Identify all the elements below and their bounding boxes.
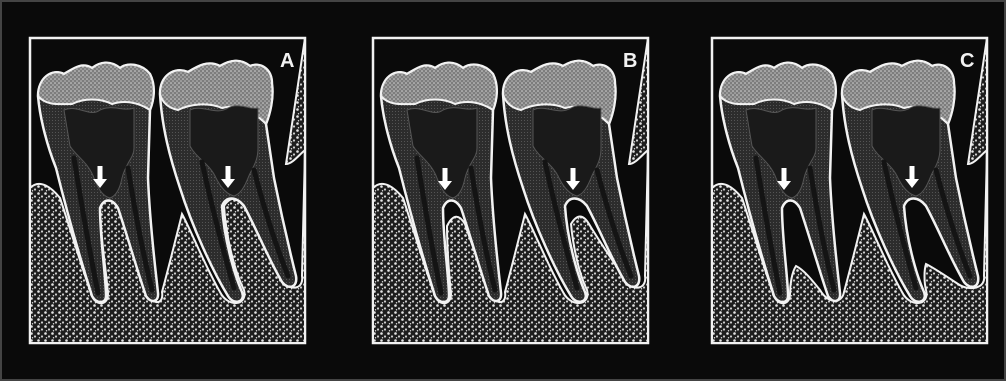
panel-b-label: B <box>623 50 637 72</box>
arrow-shaft <box>910 166 915 180</box>
panel-a-label: A <box>280 50 294 72</box>
panel-a: A <box>30 38 305 343</box>
arrow-shaft <box>226 166 231 180</box>
panel-b: B <box>373 38 648 343</box>
arrow-shaft <box>571 168 576 182</box>
arrow-shaft <box>782 168 787 182</box>
arrow-shaft <box>98 166 103 180</box>
panel-a-illustration <box>30 38 305 343</box>
arrow-shaft <box>443 168 448 182</box>
panel-c: C <box>712 38 987 343</box>
panel-b-illustration <box>373 38 648 343</box>
panel-c-illustration <box>712 38 987 343</box>
panel-c-label: C <box>960 50 974 72</box>
